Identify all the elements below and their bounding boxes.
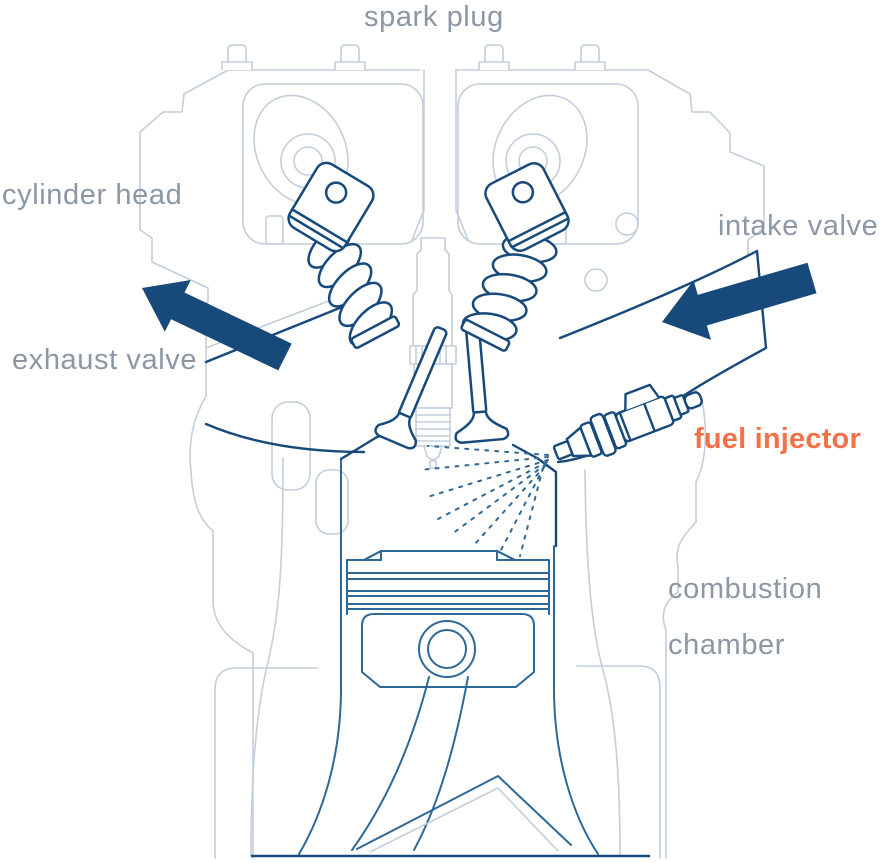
exhaust-valve-assembly: [287, 161, 448, 450]
head-bolt: [334, 44, 366, 70]
exhaust-valve-head: [374, 411, 418, 450]
head-bolt: [478, 44, 510, 70]
wrist-pin: [418, 620, 476, 678]
head-bolt: [221, 44, 253, 70]
intake-flow-arrow-icon: [662, 262, 817, 340]
label-spark-plug: spark plug: [364, 1, 504, 33]
exhaust-port-lower: [204, 422, 366, 454]
head-bolt: [574, 44, 606, 70]
injector-rear-cap: [683, 391, 703, 410]
exhaust-valve-stem: [374, 326, 448, 450]
label-exhaust-valve: exhaust valve: [12, 344, 198, 376]
head-bolts: [221, 44, 606, 70]
exhaust-port-upper: [204, 301, 354, 364]
label-combustion-chamber-line2: chamber: [668, 629, 786, 661]
label-fuel-injector: fuel injector: [694, 423, 861, 455]
crank-web-line: [369, 787, 559, 853]
piston-crown: [346, 550, 550, 615]
engine-block-outline: [139, 69, 765, 859]
intake-valve-stem: [454, 318, 510, 444]
label-cylinder-head: cylinder head: [2, 179, 183, 211]
fuel-spray: [419, 445, 549, 557]
piston-rings: [346, 572, 550, 610]
cylinder-wall-right: [553, 545, 599, 855]
label-combustion-chamber-line1: combustion: [668, 573, 823, 605]
cylinder-wall-left: [298, 459, 342, 855]
connecting-rod: [351, 676, 430, 851]
fuel-injector-body: [552, 383, 703, 461]
chamber-roof-right: [511, 443, 558, 548]
intake-valve-head: [454, 410, 510, 444]
intake-valve-tappet: [484, 162, 570, 252]
label-intake-valve: intake valve: [718, 210, 879, 242]
cylinder-and-piston: [298, 459, 599, 855]
exhaust-flow-arrow-icon: [142, 280, 292, 371]
piston-skirt: [361, 613, 535, 688]
intake-valve-assembly: [454, 162, 570, 444]
exhaust-valve-tappet: [287, 161, 375, 253]
